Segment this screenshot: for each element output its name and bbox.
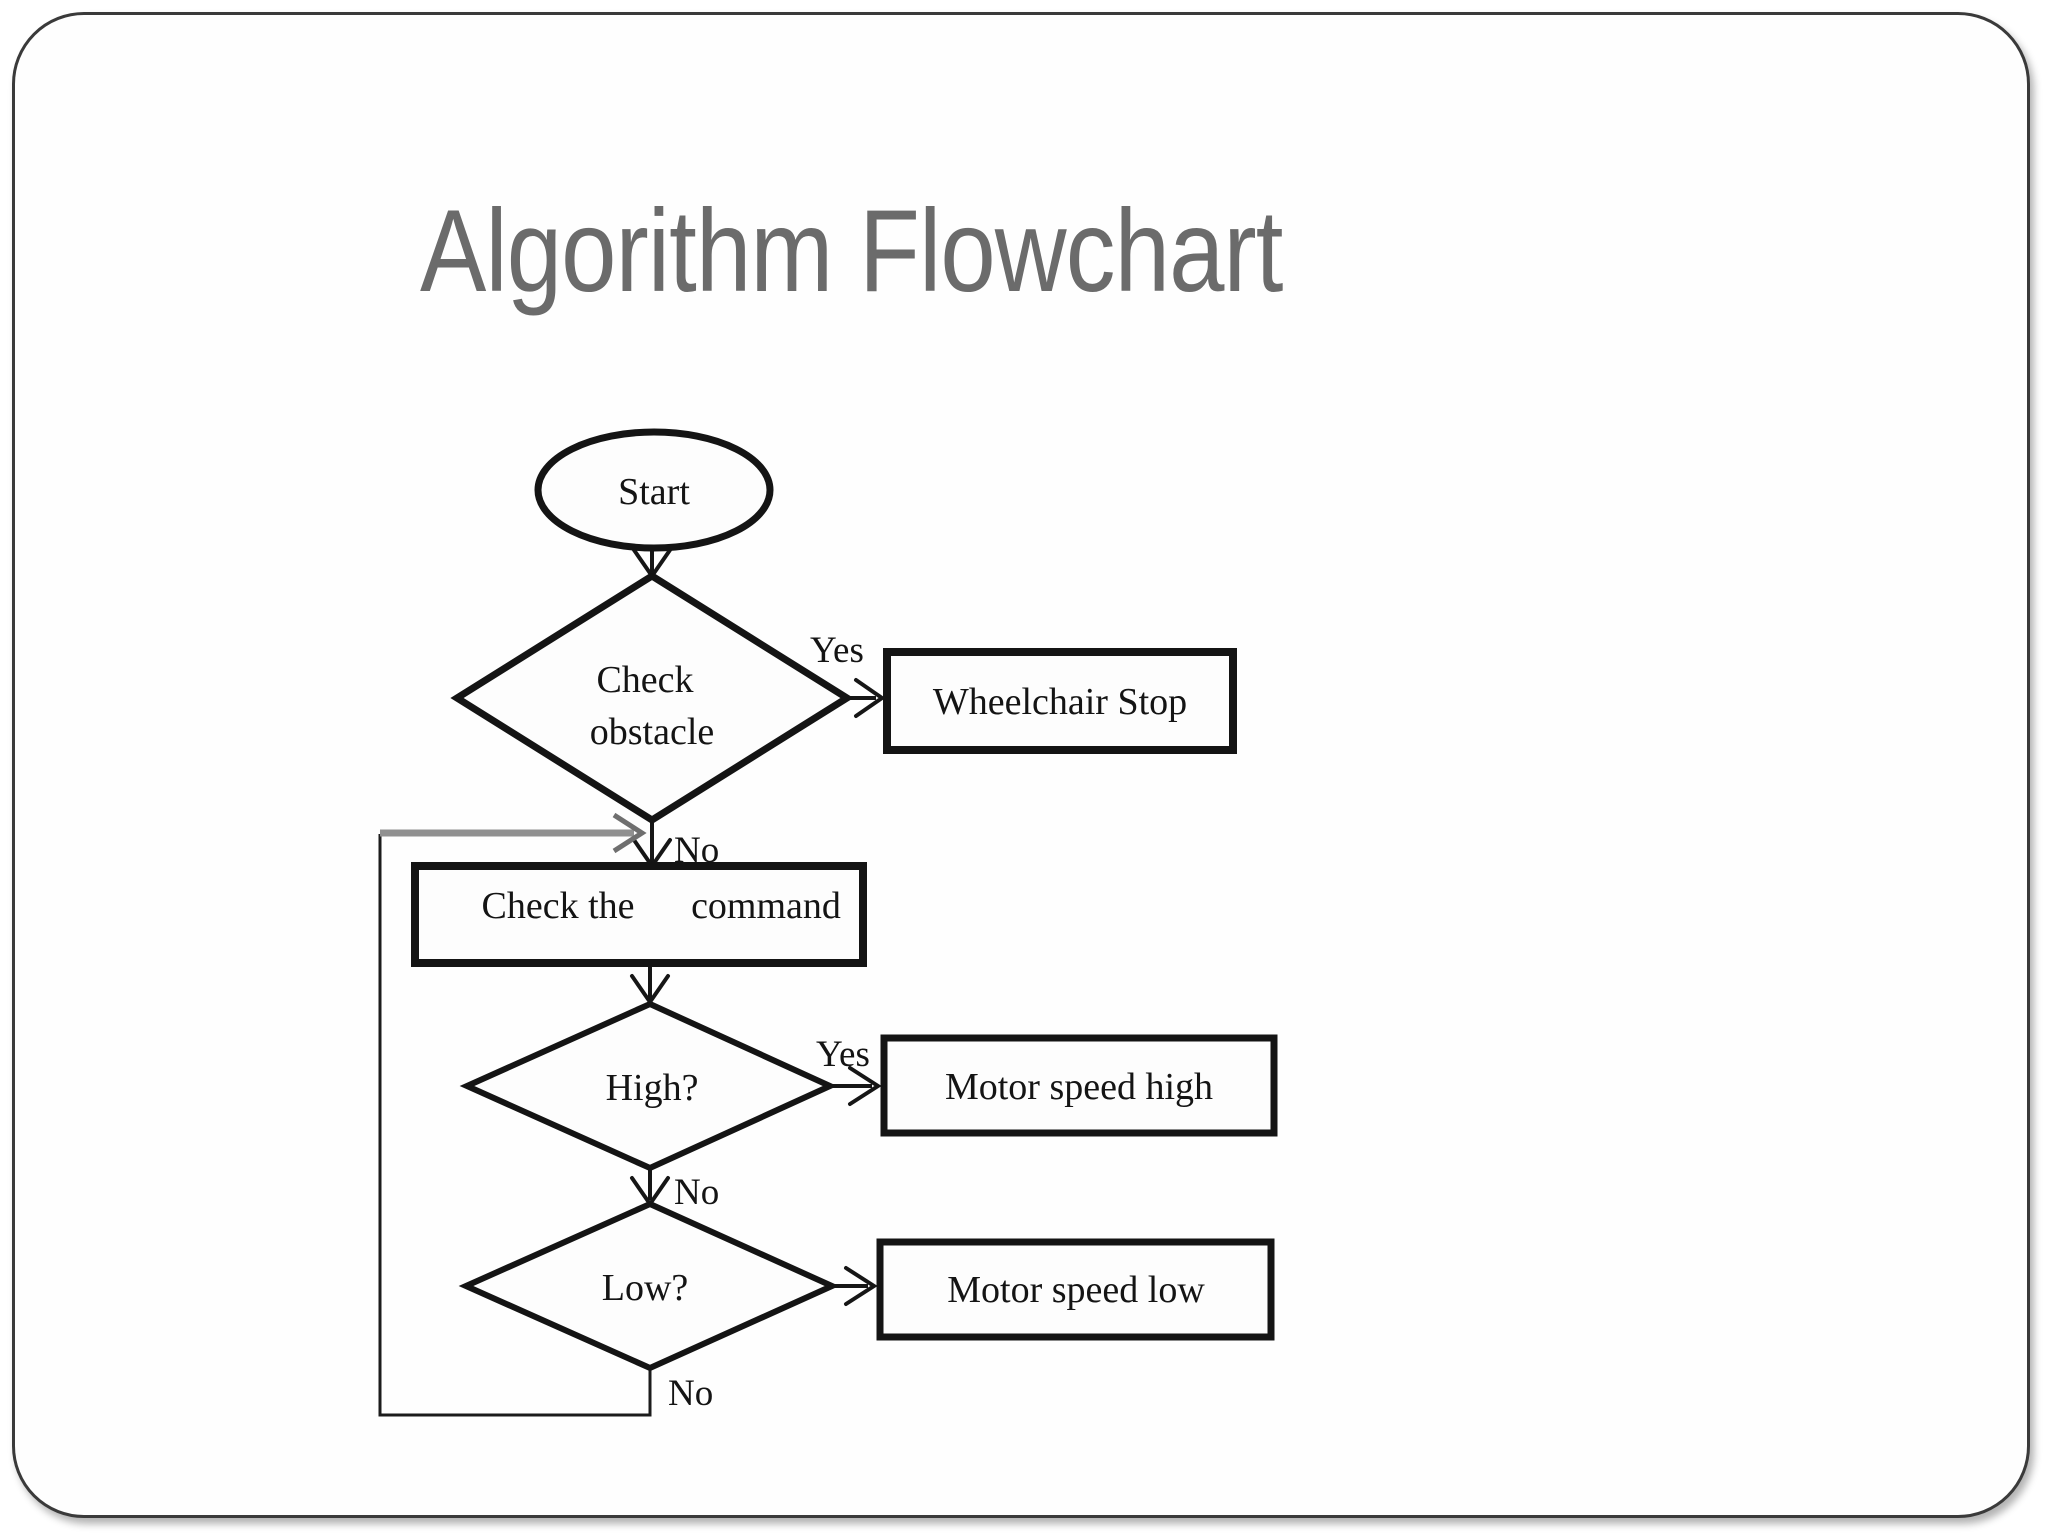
node-check-command: Check the command (411, 862, 867, 967)
arrow-right-icon (612, 812, 647, 854)
process-rect-shape (880, 1034, 1278, 1137)
node-label-low: Low? (602, 1267, 689, 1309)
node-check-obstacle: Check obstacle (450, 571, 854, 825)
node-low: Low? (458, 1200, 840, 1372)
node-label-high: High? (606, 1067, 699, 1109)
edge-loop-return: No (378, 812, 713, 1417)
process-rect-shape (411, 862, 867, 967)
node-motor-speed-low: Motor speed low (876, 1238, 1275, 1341)
decision-diamond-shape (459, 1000, 838, 1172)
edge-label-yes: Yes (816, 1034, 870, 1075)
node-label-command: command (691, 885, 841, 927)
node-start: Start (534, 428, 774, 552)
node-label-wheelchair-stop: Wheelchair Stop (933, 681, 1187, 723)
process-rect-shape (883, 648, 1237, 754)
node-high: High? (459, 1000, 838, 1172)
process-rect-shape (876, 1238, 1275, 1341)
node-label-check-the: Check the (481, 885, 634, 927)
edge-check-command-to-high (630, 963, 670, 1006)
node-label-motor-speed-high: Motor speed high (945, 1066, 1213, 1108)
edge-high-no-to-low: No (630, 1168, 719, 1213)
node-label-check: Check (596, 659, 693, 701)
decision-diamond-shape (458, 1200, 840, 1372)
slide-title: Algorithm Flowchart (420, 185, 1283, 316)
node-label-start: Start (618, 471, 690, 513)
node-label-motor-speed-low: Motor speed low (947, 1269, 1205, 1311)
arrow-right-icon (848, 1066, 882, 1106)
loop-return-line (378, 834, 652, 1417)
node-wheelchair-stop: Wheelchair Stop (883, 648, 1237, 754)
edge-label-no: No (668, 1373, 713, 1414)
node-label-obstacle: obstacle (590, 711, 715, 753)
edge-check-obstacle-yes-to-wheelchair-stop: Yes (810, 630, 886, 718)
start-terminator-shape (534, 428, 774, 552)
node-motor-speed-high: Motor speed high (880, 1034, 1278, 1137)
edge-label-no: No (674, 1172, 719, 1213)
edge-start-to-check-obstacle (632, 548, 672, 580)
decision-diamond-shape (450, 571, 854, 825)
edge-high-yes-to-motor-speed-high: Yes (816, 1034, 882, 1106)
edge-label-yes: Yes (810, 630, 864, 671)
arrow-right-icon (844, 1266, 878, 1306)
arrow-right-icon (854, 678, 886, 718)
